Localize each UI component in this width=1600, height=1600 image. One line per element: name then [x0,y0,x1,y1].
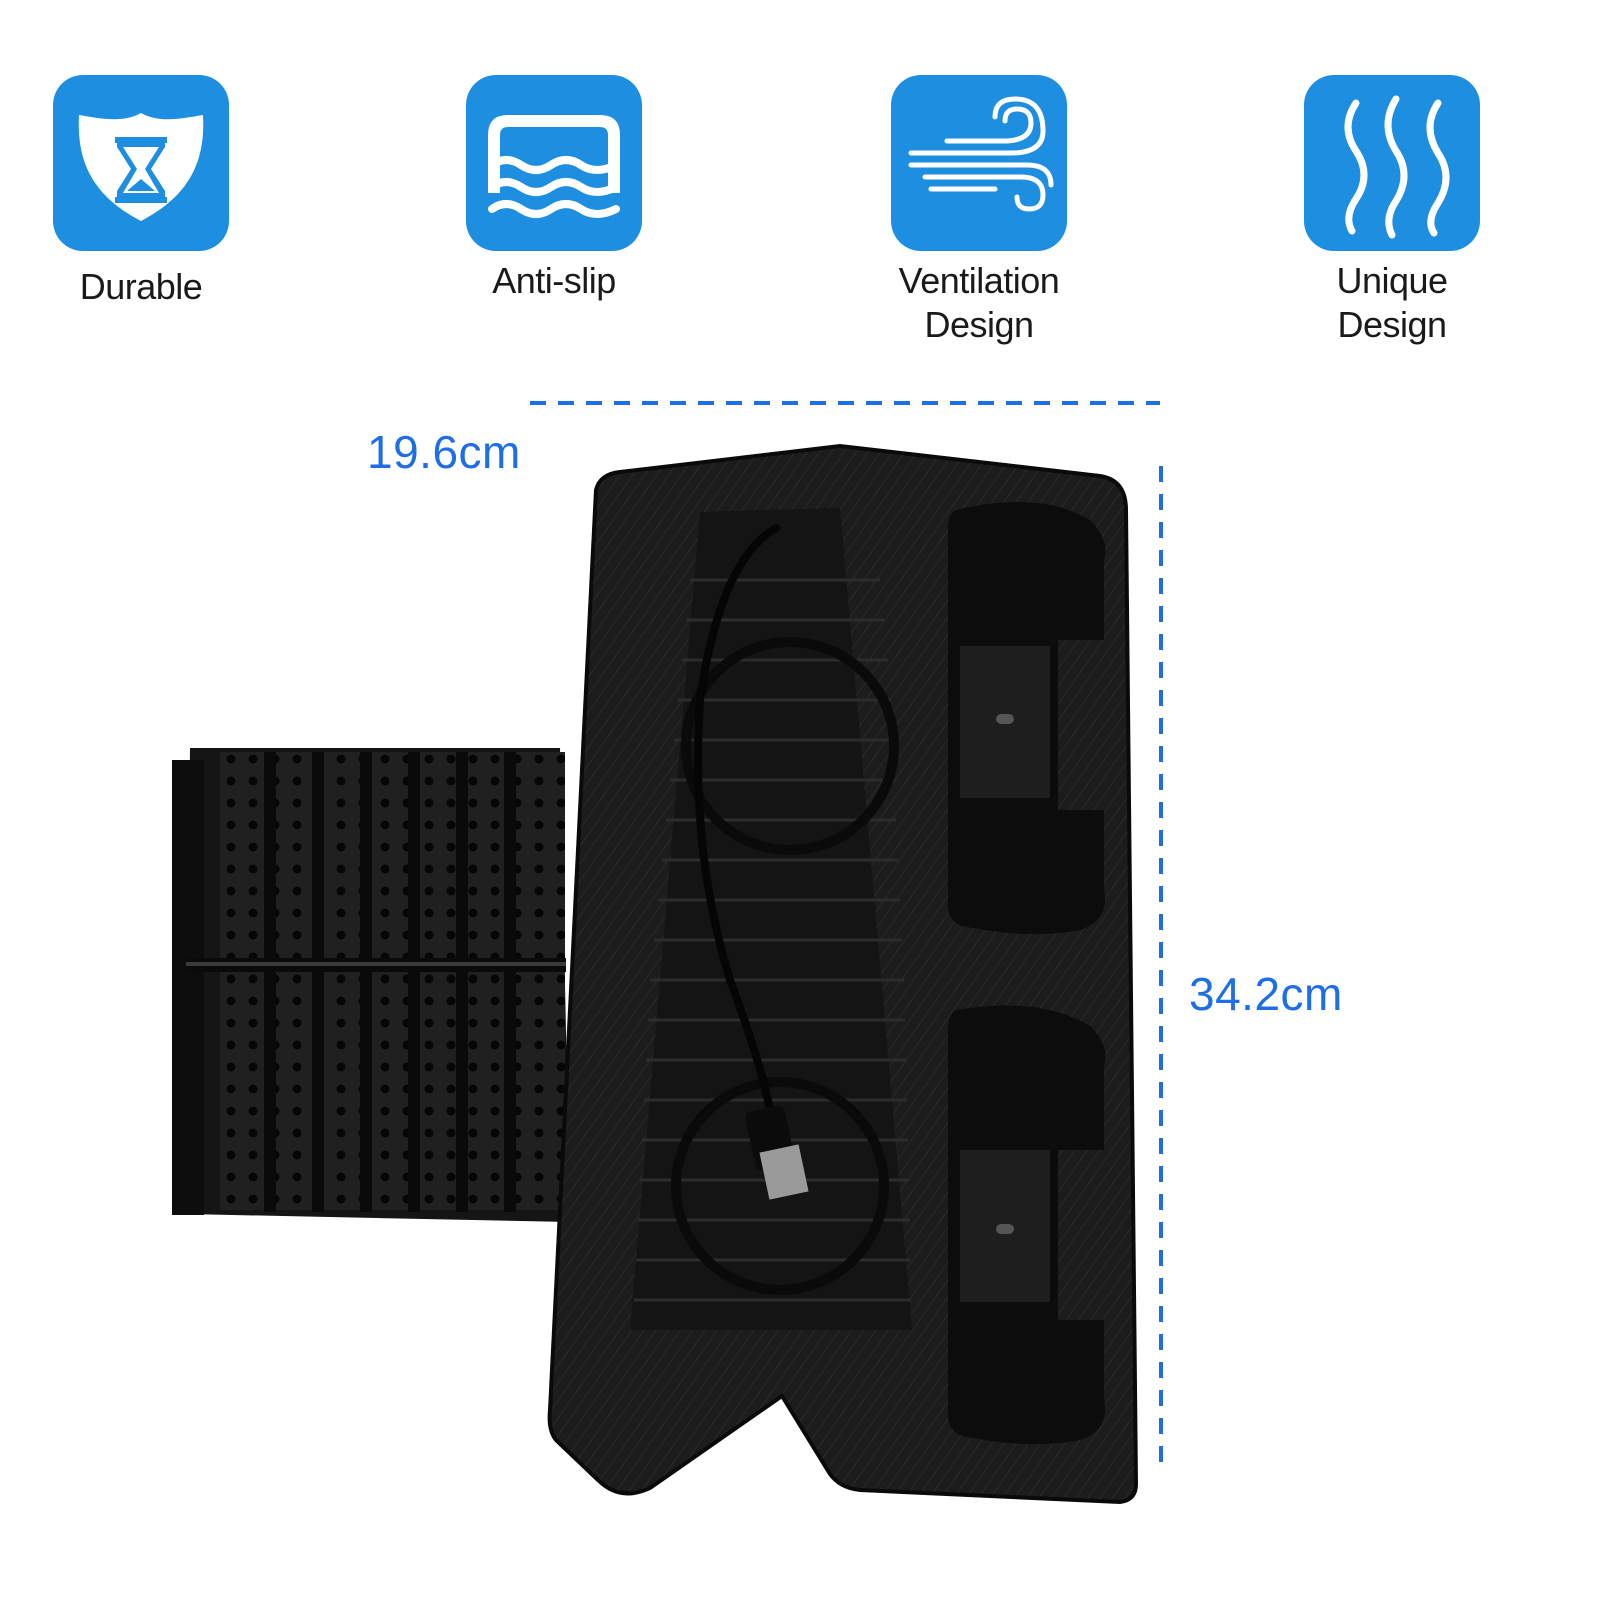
wind-icon [908,96,1054,212]
cooling-fan-bottom [671,1077,889,1295]
usb-cable [694,524,780,1114]
feature-label-durable: Durable [79,266,203,307]
unique-design-feature-icon [1304,75,1480,251]
feature-label-ventilation: Ventilation Design [898,260,1060,345]
heat-wave-icon [1344,95,1450,239]
shield-hourglass-icon [78,113,204,221]
ventilation-feature-icon [891,75,1067,251]
cooling-fan-top [681,637,899,855]
height-dimension-label: 34.2cm [1189,968,1343,1020]
console-stand-body [547,443,1139,1505]
controller-dock-top [947,502,1106,935]
controller-dock-bottom [947,1005,1106,1445]
feature-label-unique-design: Unique Design [1336,260,1448,345]
width-dimension-label: 19.6cm [367,426,521,478]
wave-pad-icon [488,115,620,218]
durable-feature-icon [53,75,229,251]
feature-label-anti-slip: Anti-slip [492,260,616,301]
disc-storage-rack [172,748,570,1222]
anti-slip-feature-icon [466,75,642,251]
width-dimension-line [530,401,1160,405]
